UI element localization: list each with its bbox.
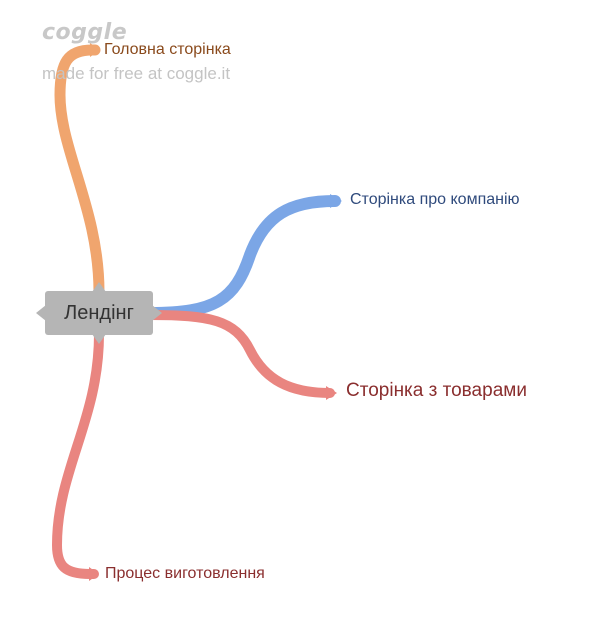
coggle-logo: coggle	[42, 20, 128, 45]
branch-line-products	[145, 310, 335, 398]
branch-line-process	[51, 329, 104, 579]
branch-label-products[interactable]: Сторінка з товарами	[346, 380, 527, 401]
branch-label-about[interactable]: Сторінка про компанію	[350, 191, 520, 208]
center-arrow-left	[36, 305, 46, 321]
branch-line-about	[144, 195, 341, 319]
branch-arrow-home	[90, 43, 100, 57]
branch-label-process[interactable]: Процес виготовлення	[105, 565, 265, 582]
central-node-label: Лендінг	[64, 301, 134, 324]
center-arrow-bottom	[92, 334, 106, 344]
center-arrow-top	[92, 282, 106, 292]
coggle-watermark-text: made for free at coggle.it	[42, 64, 231, 83]
branch-label-home[interactable]: Головна сторінка	[104, 41, 231, 58]
branch-arrow-products	[326, 386, 337, 400]
center-arrow-right	[152, 305, 162, 321]
branch-arrow-process	[89, 567, 99, 581]
branch-line-home	[54, 44, 105, 298]
central-node[interactable]: Лендінг	[45, 291, 153, 335]
branch-arrow-about	[330, 194, 342, 208]
